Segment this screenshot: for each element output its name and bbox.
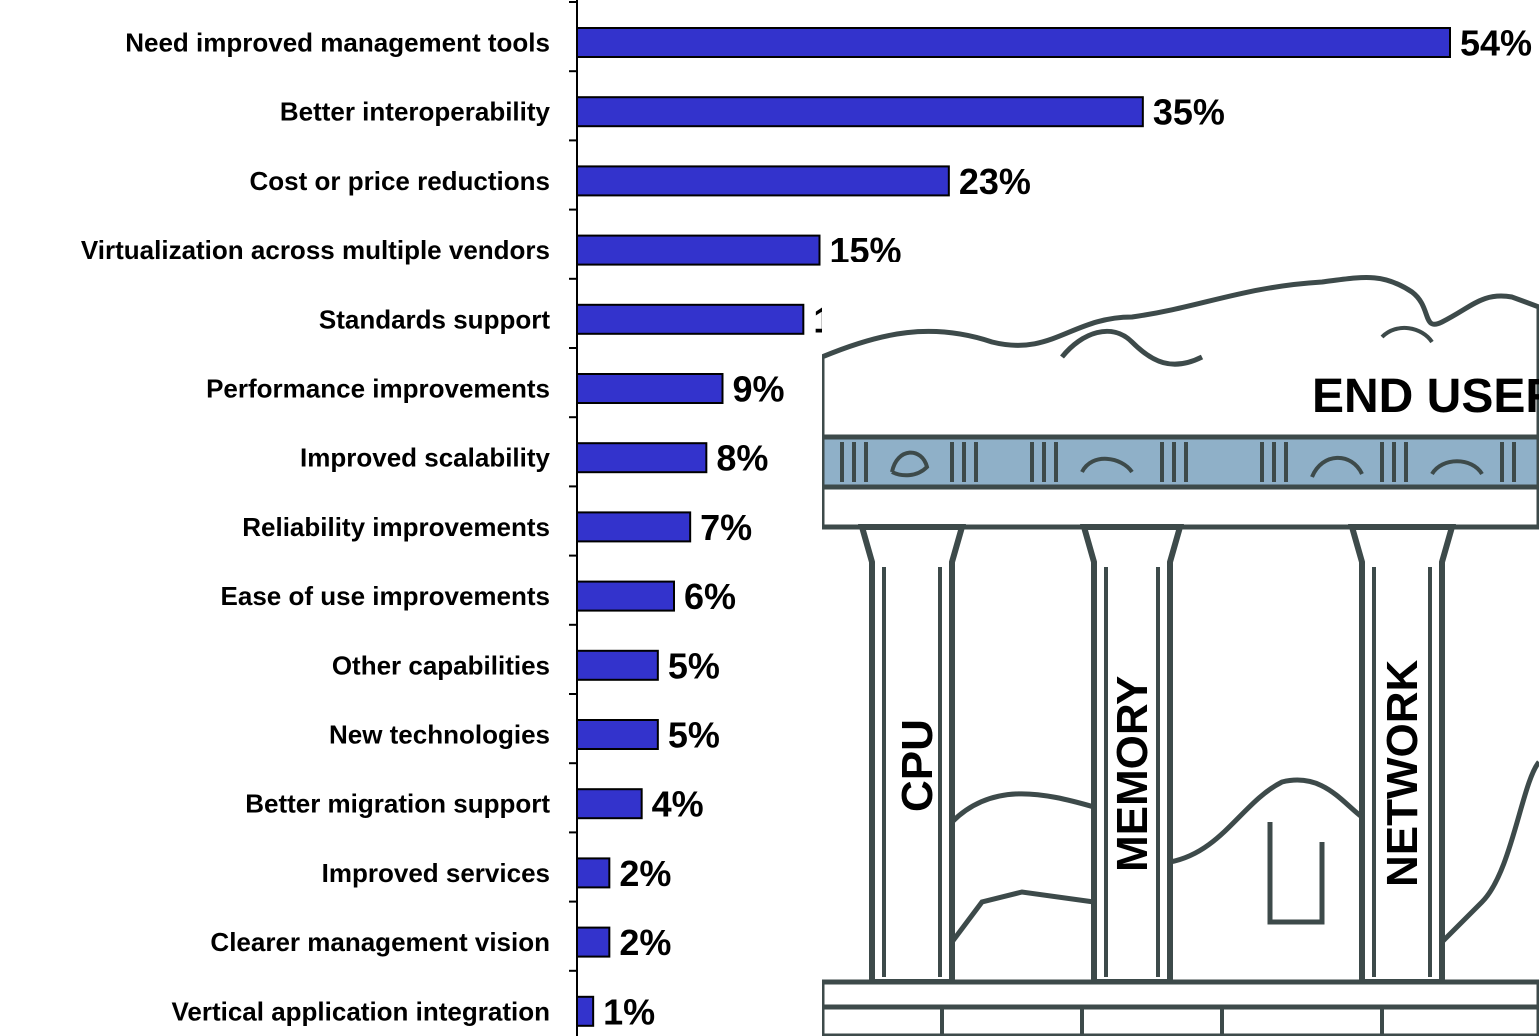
pillar-label-memory: MEMORY [1108,676,1157,872]
category-label: Improved scalability [300,443,551,473]
value-label: 2% [619,853,671,894]
bar [576,995,595,1027]
value-label: 8% [716,438,768,479]
value-label: 6% [684,576,736,617]
category-label: Standards support [319,304,550,334]
bar [576,788,643,820]
bar [576,857,611,889]
bar [576,303,805,335]
bar [576,719,659,750]
value-label: 5% [668,645,720,686]
bar [576,27,1451,58]
bar [576,373,724,404]
category-label: New technologies [329,720,550,750]
category-label: Need improved management tools [125,28,550,58]
value-label: 9% [733,369,785,410]
temple-illustration: END USERS CPU MEMORY NETWORK [822,262,1539,1036]
category-label: Better interoperability [280,97,551,127]
category-label: Improved services [322,858,550,888]
category-label: Ease of use improvements [221,581,550,611]
value-label: 5% [668,715,720,756]
value-label: 54% [1460,23,1532,64]
bar [576,649,659,681]
value-label: 1% [603,991,655,1032]
bar [576,442,708,474]
value-label: 7% [700,507,752,548]
category-label: Vertical application integration [171,996,550,1026]
value-label: 4% [652,784,704,825]
pillar-label-cpu: CPU [893,719,942,812]
bar [576,96,1144,128]
bar [576,926,611,958]
pillar-label-network: NETWORK [1378,659,1427,887]
category-label: Clearer management vision [210,927,550,957]
bar [576,234,821,266]
category-label: Virtualization across multiple vendors [81,235,550,265]
category-label: Performance improvements [206,374,550,404]
value-label: 35% [1153,92,1225,133]
category-label: Cost or price reductions [250,166,551,196]
category-label: Reliability improvements [242,512,550,542]
value-label: 2% [619,922,671,963]
category-label: Better migration support [245,789,550,819]
category-label: Other capabilities [332,650,550,680]
banner-text: END USERS [1312,370,1539,423]
value-label: 23% [959,161,1031,202]
bar [576,511,692,543]
bar [576,580,675,612]
bar [576,165,950,197]
